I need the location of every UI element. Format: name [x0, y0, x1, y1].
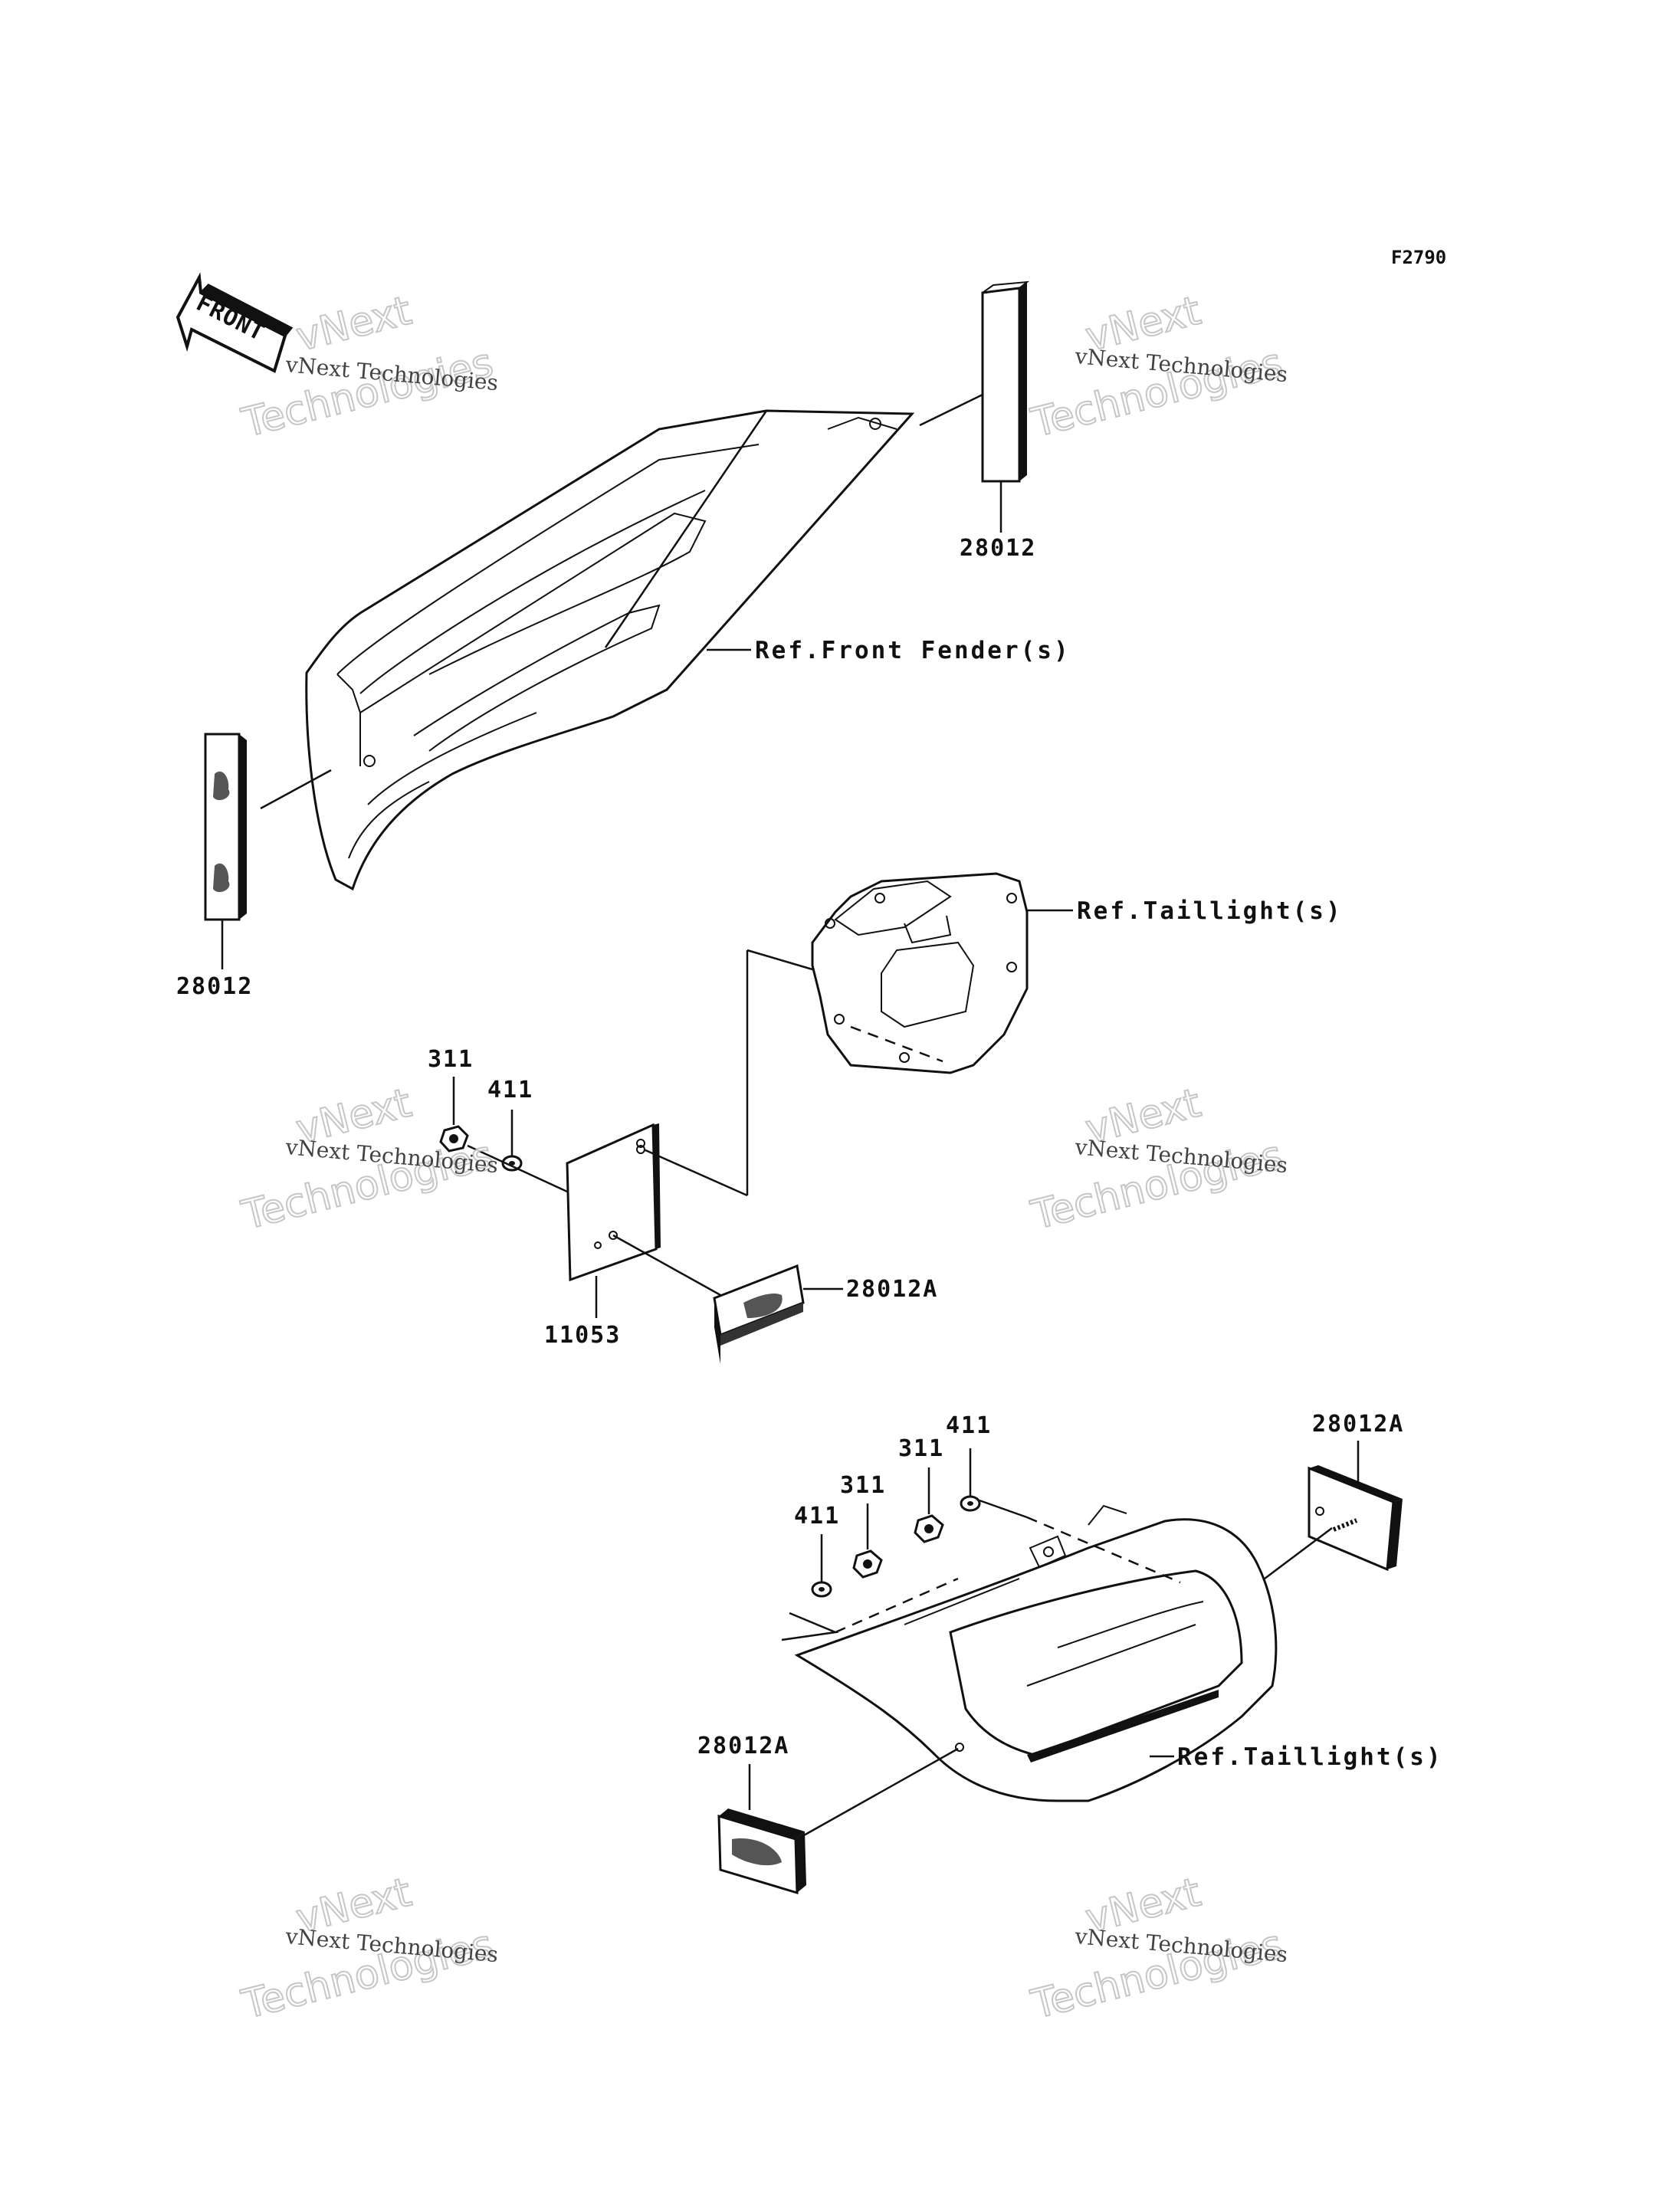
part-28012-left: 28012 [176, 973, 253, 1000]
part-311-lower-left: 311 [840, 1472, 886, 1499]
washer-lower-right [960, 1495, 981, 1512]
part-411-lower-left: 411 [794, 1503, 840, 1530]
leader-reflector-lower-right [1264, 1527, 1333, 1579]
reflector-left [204, 733, 247, 921]
bracket-dash [850, 1025, 943, 1063]
reflector-lower-left [717, 1808, 806, 1895]
leader-bracket-reflector [612, 1234, 721, 1297]
leader-fender [604, 410, 768, 648]
ref-taillight-upper: Ref.Taillight(s) [1077, 897, 1343, 925]
leader-reflector-top-right [919, 393, 983, 427]
leader-fastener-line [467, 1144, 568, 1193]
svg-text:vNext: vNext [292, 288, 416, 361]
taillight-bracket-upper [811, 872, 1029, 1074]
part-311-lower-right: 311 [898, 1435, 944, 1462]
figure-code: F2790 [1391, 247, 1446, 268]
part-28012-top-right: 28012 [960, 535, 1036, 562]
part-411-mid: 411 [487, 1077, 533, 1103]
nut-lower-right [914, 1514, 944, 1543]
watermark-4: vNext Technologies vNext Technologies [1026, 1080, 1289, 1240]
ref-taillight-lower: Ref.Taillight(s) [1177, 1743, 1443, 1771]
dash-lower-left [835, 1577, 959, 1634]
bracket-plate-11053 [566, 1123, 661, 1282]
ref-front-fender: Ref.Front Fender(s) [755, 637, 1071, 664]
taillight-lower [794, 1504, 1278, 1802]
watermark-2: vNext Technologies vNext Technologies [1026, 287, 1289, 448]
washer-lower-left [811, 1581, 832, 1598]
part-28012A-lower-right: 28012A [1312, 1411, 1404, 1438]
washer-mid [501, 1155, 523, 1172]
front-arrow-icon: FRONT [176, 272, 294, 373]
leader-reflector-left [260, 769, 332, 810]
part-311-mid: 311 [428, 1046, 474, 1073]
reflector-mid [713, 1264, 805, 1364]
reflector-lower-right [1308, 1465, 1403, 1572]
leader-bracket-upper [746, 949, 813, 971]
watermark-6: vNext Technologies vNext Technologies [1026, 1869, 1289, 2029]
watermark-5: vNext Technologies vNext Technologies [237, 1869, 500, 2029]
front-fender [305, 409, 915, 891]
leader-lower-fastener-right [979, 1499, 1028, 1519]
nut-lower-left [852, 1549, 883, 1579]
leader-reflector-lower-left [796, 1747, 959, 1841]
dash-lower-right [1026, 1516, 1181, 1584]
part-28012A-lower-left: 28012A [697, 1733, 789, 1759]
part-28012A-mid: 28012A [846, 1276, 938, 1303]
reflector-top-right [981, 280, 1030, 483]
nut-mid [439, 1125, 469, 1153]
leader-bracket-hole [643, 1148, 748, 1197]
part-411-lower-right: 411 [946, 1412, 992, 1439]
watermark-3: vNext Technologies vNext Technologies [237, 1080, 500, 1240]
part-11053: 11053 [544, 1322, 621, 1349]
leader-lower-fastener-left [781, 1612, 839, 1641]
